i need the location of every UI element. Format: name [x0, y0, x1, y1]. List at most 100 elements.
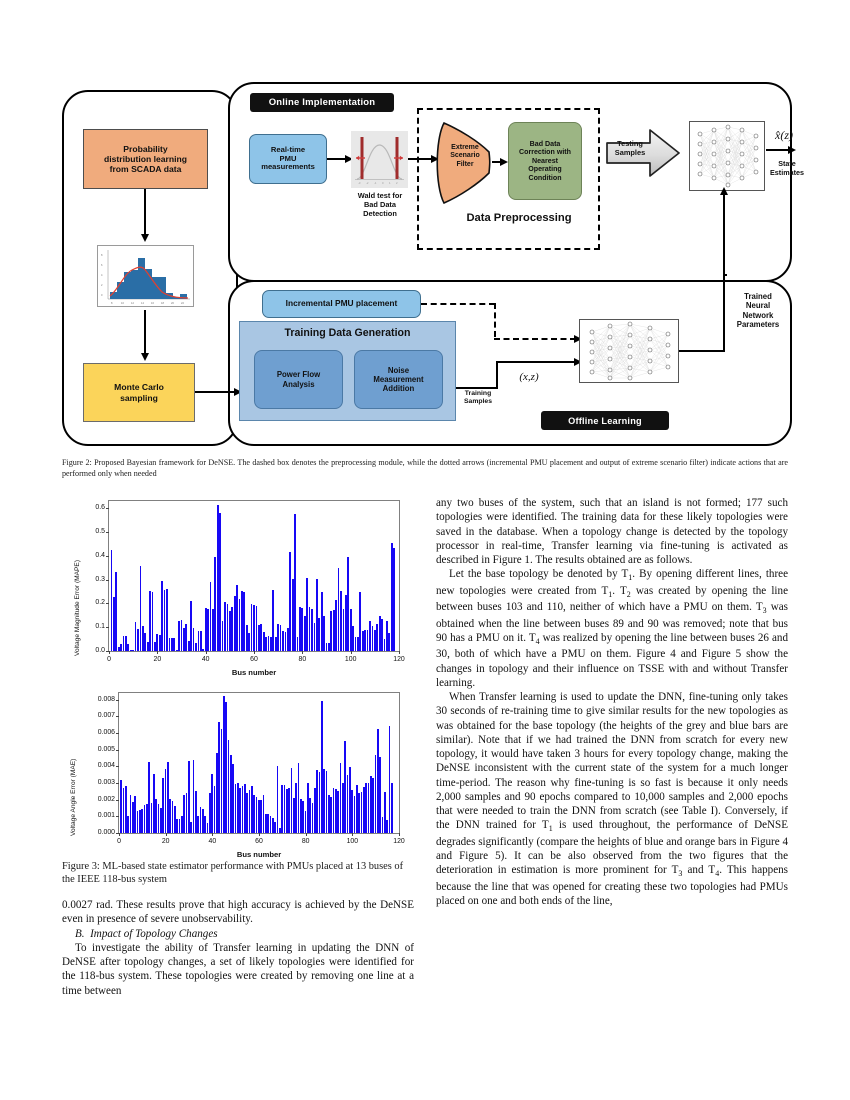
chart-bar — [141, 625, 144, 651]
power-flow-analysis-label: Power Flow Analysis — [276, 370, 321, 389]
chart-bar — [122, 635, 125, 651]
chart-bar — [250, 603, 253, 651]
chart-y-tick-label: 0.002 — [97, 795, 115, 803]
chart-bar — [323, 616, 325, 651]
chart-bar — [154, 642, 156, 651]
chart-bar — [129, 794, 132, 833]
chart-bar — [122, 788, 125, 833]
chart-bar — [289, 552, 292, 651]
chart-bar — [141, 809, 144, 833]
chart-bar — [143, 804, 146, 833]
chart-bar — [283, 784, 286, 833]
chart-bar — [349, 608, 352, 651]
chart-bar — [241, 590, 243, 651]
chart-bar — [199, 807, 202, 833]
chart-bar — [299, 606, 301, 651]
arrow-tdg-to-step — [456, 387, 498, 390]
chart-bar — [358, 793, 361, 833]
chart-bar — [162, 778, 165, 833]
chart-bar — [137, 628, 139, 651]
chart-bar — [248, 633, 251, 651]
chart-bar — [297, 763, 300, 833]
chart-bar — [236, 585, 238, 651]
chart-bar — [294, 513, 296, 651]
rp2-b-sub: 1 — [608, 589, 613, 599]
chart-bar — [335, 599, 338, 651]
chart-bar — [136, 810, 139, 833]
chart-bar — [344, 740, 347, 833]
chart-bar — [183, 627, 185, 651]
svg-text:0: 0 — [101, 293, 103, 297]
chart-y-tickmark — [116, 833, 119, 834]
chart-bar — [304, 810, 307, 833]
online-nn-svg — [697, 124, 759, 188]
rp2-a-sub: 1 — [628, 573, 633, 583]
svg-text:-3: -3 — [358, 181, 361, 185]
chart-bar — [325, 642, 328, 651]
state-estimates-label: State Estimates — [770, 159, 804, 177]
chart-bar — [353, 795, 356, 833]
chart-bar — [257, 624, 260, 651]
chart-y-tickmark — [116, 733, 119, 734]
chart-bar — [218, 721, 221, 833]
chart-bar — [296, 637, 299, 651]
chart-bar — [195, 642, 197, 651]
svg-text:2: 2 — [101, 283, 103, 287]
chart-bar — [286, 789, 288, 833]
rp2-f: was realized by opening the line between… — [436, 631, 788, 689]
chart-bar — [274, 637, 277, 651]
svg-text:6: 6 — [101, 263, 103, 267]
chart-bar — [337, 791, 340, 833]
svg-text:8: 8 — [101, 253, 103, 257]
rp2-b: . By opening different lines, three new … — [436, 568, 788, 597]
chart-x-tick-label: 40 — [208, 838, 217, 845]
svg-text:-1: -1 — [374, 181, 377, 185]
chart1-xlabel: Bus number — [231, 668, 277, 677]
rp3-a: When Transfer learning is used to update… — [436, 691, 788, 832]
chart-bar — [181, 816, 183, 833]
chart-bar — [279, 828, 281, 833]
chart-bar — [313, 622, 316, 651]
chart-x-tick-label: 40 — [201, 656, 210, 663]
right-para-1: any two buses of the system, such that a… — [436, 497, 788, 566]
chart-y-tick-label: 0.007 — [97, 712, 115, 720]
chart-bar — [372, 778, 375, 833]
chart-x-tickmark — [254, 651, 255, 654]
chart-bar — [325, 771, 328, 833]
chart-bar — [342, 783, 344, 833]
chart-bar — [357, 636, 359, 651]
chart-bar — [216, 505, 219, 651]
chart-bar — [146, 804, 148, 833]
chart-bar — [112, 596, 115, 651]
line-offlinenn-right — [679, 350, 725, 353]
svg-text:18: 18 — [161, 301, 164, 305]
chart-y-tick-label: 0.008 — [97, 695, 115, 703]
chart-y-tick-label: 0.005 — [97, 745, 115, 753]
chart-bar — [383, 639, 386, 651]
chart-bar — [347, 557, 350, 651]
chart-bar — [262, 632, 265, 651]
chart-x-tick-label: 80 — [301, 838, 310, 845]
right-column-text: any two buses of the system, such that a… — [436, 496, 788, 908]
chart-y-tick-label: 0.004 — [97, 762, 115, 770]
chart-bar — [262, 794, 265, 833]
chart-bar — [220, 729, 223, 833]
data-preprocessing-dashed-box — [417, 108, 600, 250]
funnel-svg — [436, 121, 491, 205]
chart-bar — [391, 782, 393, 833]
monte-carlo-box: Monte Carlo sampling — [83, 363, 195, 422]
chart-bar — [125, 786, 127, 833]
chart-bar — [234, 783, 237, 833]
state-estimate-output-symbol: x̂(z) — [775, 128, 793, 142]
chart-bar — [342, 608, 345, 651]
svg-text:10: 10 — [121, 301, 124, 305]
chart-bar — [190, 821, 193, 833]
chart-y-tick-label: 0.5 — [95, 527, 105, 535]
chart-bar — [344, 594, 347, 651]
chart-bar — [160, 808, 162, 833]
offline-nn-svg — [589, 321, 671, 381]
chart-y-tick-label: 0.1 — [95, 623, 105, 631]
chart-x-tick-label: 60 — [255, 838, 263, 845]
bad-data-correction-label: Bad Data Correction with Nearest Operati… — [518, 140, 572, 182]
